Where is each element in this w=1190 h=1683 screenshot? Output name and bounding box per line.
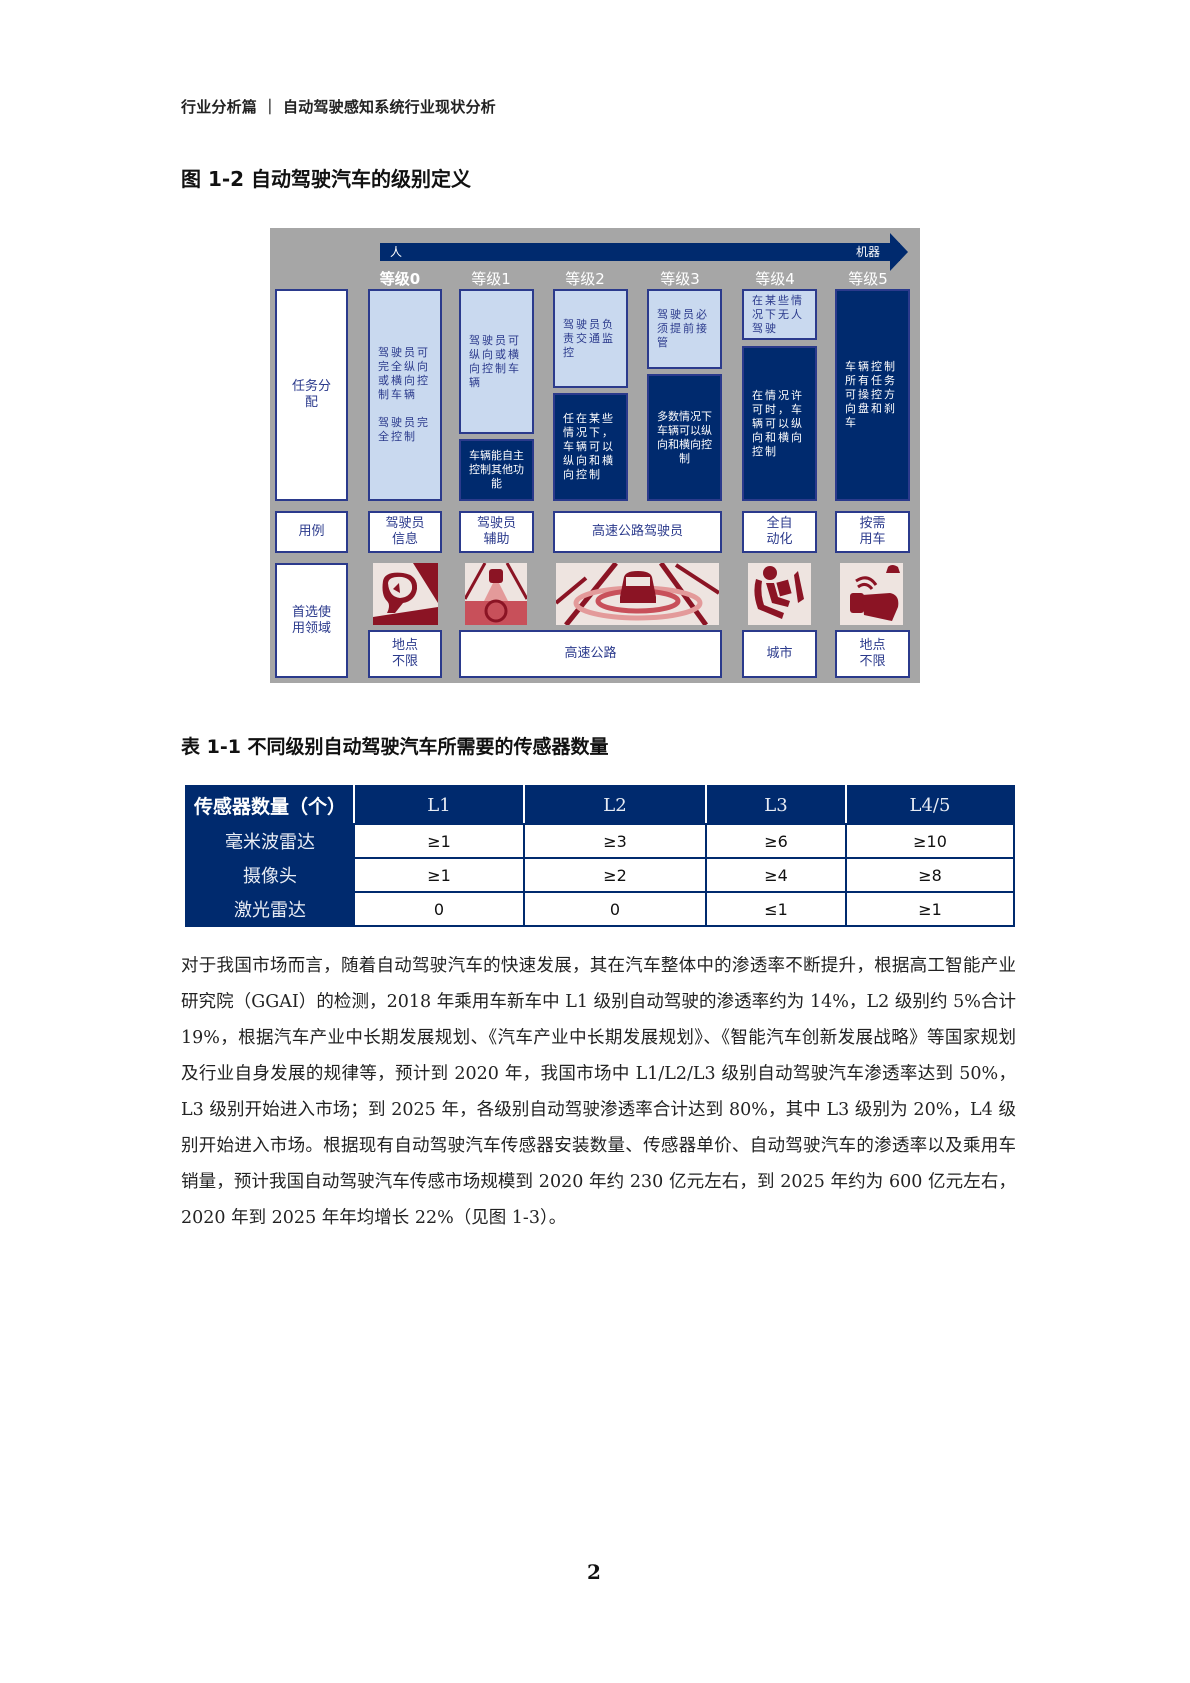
level-3-vehicle-box: 多数情况下车辆可以纵向和横向控制 bbox=[647, 374, 722, 501]
highway-car-radar-icon bbox=[556, 563, 719, 625]
level-4-driver-box: 在某些情况下无人驾驶 bbox=[742, 289, 817, 340]
header-l45: L4/5 bbox=[845, 785, 1015, 825]
side-mirror-warning-icon bbox=[373, 563, 438, 625]
row-sensor-name: 毫米波雷达 bbox=[185, 823, 355, 859]
cell-value: 0 bbox=[523, 891, 707, 927]
table-caption: 表 1-1 不同级别自动驾驶汽车所需要的传感器数量 bbox=[181, 736, 609, 758]
cell-value: ≥2 bbox=[523, 857, 707, 893]
use-case-level-1: 驾驶员辅助 bbox=[459, 511, 534, 553]
level-5-label: 等级5 bbox=[848, 270, 888, 288]
level-2-driver-box: 驾驶员负责交通监控 bbox=[553, 289, 628, 388]
cell-value: ≥1 bbox=[845, 891, 1015, 927]
header-sensor-count: 传感器数量（个） bbox=[185, 785, 355, 825]
level-1-vehicle-box: 车辆能自主控制其他功能 bbox=[459, 439, 534, 501]
level-1-driver-box: 驾驶员可纵向或横向控制车辆 bbox=[459, 289, 534, 434]
cell-value: ≥8 bbox=[845, 857, 1015, 893]
arrow-left-label: 人 bbox=[390, 245, 403, 259]
table-header-row: 传感器数量（个） L1 L2 L3 L4/5 bbox=[185, 785, 1015, 825]
row-label-domain: 首选使用领域 bbox=[275, 563, 348, 678]
cell-value: ≥6 bbox=[705, 823, 847, 859]
arrow-right-label: 机器 bbox=[855, 245, 880, 259]
level-5-vehicle-box: 车辆控制所有任务可操控方向盘和刹车 bbox=[835, 289, 910, 501]
row-label-use-case: 用例 bbox=[275, 511, 348, 553]
domain-level-5: 地点不限 bbox=[835, 630, 910, 678]
use-case-level-4: 全自动化 bbox=[742, 511, 817, 553]
use-case-level-0: 驾驶员信息 bbox=[368, 511, 442, 553]
cell-value: 0 bbox=[353, 891, 525, 927]
page-number: 2 bbox=[587, 1560, 601, 1584]
table-row: 激光雷达 0 0 ≤1 ≥1 bbox=[185, 891, 1015, 927]
use-case-level-5: 按需用车 bbox=[835, 511, 910, 553]
cell-value: ≥1 bbox=[353, 857, 525, 893]
row-sensor-name: 摄像头 bbox=[185, 857, 355, 893]
level-3-label: 等级3 bbox=[660, 270, 700, 288]
level-1-label: 等级1 bbox=[471, 270, 511, 288]
row-label-task: 任务分配 bbox=[275, 289, 348, 501]
cell-value: ≥4 bbox=[705, 857, 847, 893]
level-4-label: 等级4 bbox=[755, 270, 795, 288]
level-3-driver-box: 驾驶员必须提前接管 bbox=[647, 289, 722, 369]
level-2-vehicle-box: 任在某些情况下，车辆可以纵向和横向控制 bbox=[553, 393, 628, 501]
table-row: 毫米波雷达 ≥1 ≥3 ≥6 ≥10 bbox=[185, 823, 1015, 859]
header-l2: L2 bbox=[523, 785, 707, 825]
level-0-label: 等级0 bbox=[379, 270, 421, 288]
autonomy-levels-figure: 人 机器 等级0 等级1 等级2 等级3 等级4 等级5 任务分配 驾驶员可完全… bbox=[270, 228, 920, 683]
cell-value: ≤1 bbox=[705, 891, 847, 927]
reading-passenger-icon bbox=[748, 563, 811, 625]
human-to-machine-arrow: 人 机器 bbox=[380, 243, 900, 261]
body-paragraph: 对于我国市场而言，随着自动驾驶汽车的快速发展，其在汽车整体中的渗透率不断提升，根… bbox=[181, 956, 1016, 1228]
row-sensor-name: 激光雷达 bbox=[185, 891, 355, 927]
header-l1: L1 bbox=[353, 785, 525, 825]
use-case-level-2-3: 高速公路驾驶员 bbox=[553, 511, 722, 553]
cell-value: ≥3 bbox=[523, 823, 707, 859]
row-label-task-text: 任务分配 bbox=[291, 379, 331, 410]
domain-level-1-3: 高速公路 bbox=[459, 630, 722, 678]
cell-value: ≥10 bbox=[845, 823, 1015, 859]
running-header: 行业分析篇 ｜ 自动驾驶感知系统行业现状分析 bbox=[181, 98, 496, 116]
level-2-label: 等级2 bbox=[565, 270, 605, 288]
domain-level-0: 地点不限 bbox=[368, 630, 442, 678]
table-row: 摄像头 ≥1 ≥2 ≥4 ≥8 bbox=[185, 857, 1015, 893]
arrow-head-icon bbox=[890, 233, 908, 271]
cell-value: ≥1 bbox=[353, 823, 525, 859]
level-0-task-box: 驾驶员可完全纵向或横向控制车辆 驾驶员完全控制 bbox=[368, 289, 442, 501]
figure-caption: 图 1-2 自动驾驶汽车的级别定义 bbox=[181, 167, 472, 191]
smartwatch-summon-car-icon bbox=[840, 563, 903, 625]
header-l3: L3 bbox=[705, 785, 847, 825]
sensor-count-table: 传感器数量（个） L1 L2 L3 L4/5 毫米波雷达 ≥1 ≥3 ≥6 ≥1… bbox=[185, 785, 1015, 927]
level-4-vehicle-box: 在情况许可时，车辆可以纵向和横向控制 bbox=[742, 346, 817, 501]
domain-level-4: 城市 bbox=[742, 630, 817, 678]
driver-assist-cockpit-icon bbox=[465, 563, 527, 625]
